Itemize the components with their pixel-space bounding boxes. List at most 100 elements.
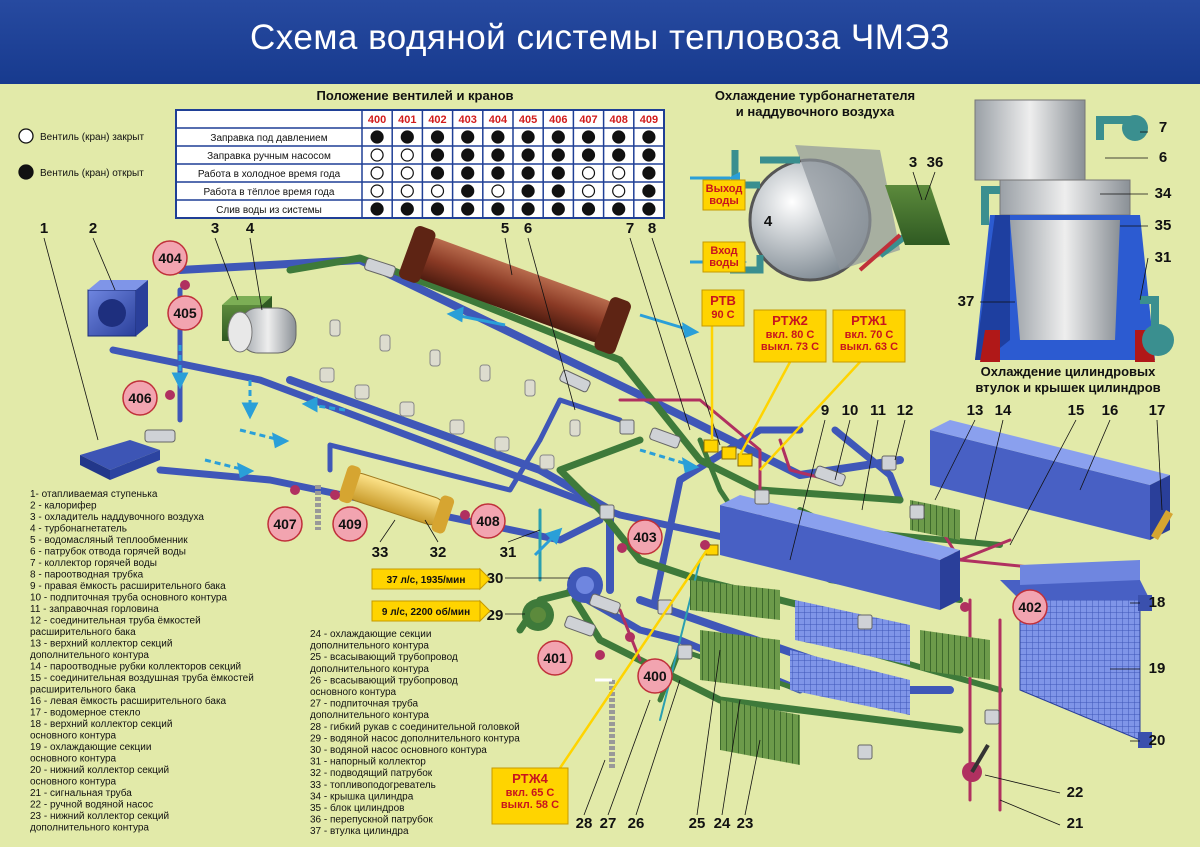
- component-number: 6: [1159, 149, 1167, 166]
- component-number: 4: [764, 213, 773, 230]
- component-number: 23: [737, 815, 754, 832]
- component-number: 7: [626, 220, 634, 237]
- table-column-header: 400: [368, 114, 386, 126]
- valve-401: [537, 640, 573, 676]
- legend-line: 9 - правая ёмкость расширительного бака: [30, 580, 226, 592]
- valve-open-dot: [551, 184, 565, 198]
- valve-402: [1012, 589, 1048, 625]
- component-number: 2: [89, 220, 97, 237]
- table-column-header: 401: [398, 114, 416, 126]
- thermostat-setting: выкл. 63 С: [840, 341, 898, 353]
- pipe-couplings: [144, 257, 1000, 760]
- calorifer: [87, 280, 148, 337]
- component-number: 12: [897, 402, 914, 419]
- legend-line: 37 - втулка цилиндра: [310, 826, 409, 837]
- valve-closed-dot: [400, 184, 414, 198]
- turbocharger: [227, 307, 297, 354]
- thermostat-rtzh1: [832, 309, 906, 363]
- legend-line: 14 - пароотводные рубки коллекторов секц…: [30, 661, 241, 673]
- thermostat-rtzh4: [491, 767, 569, 825]
- component-number: 31: [500, 544, 517, 561]
- leader-line: [721, 699, 741, 816]
- valve-open-dot: [521, 184, 535, 198]
- table-column-header: 405: [519, 114, 537, 126]
- component-number: 33: [372, 544, 389, 561]
- component-number: 6: [524, 220, 532, 237]
- valve-open-dot: [521, 202, 535, 216]
- valve-open-dot: [491, 130, 505, 144]
- component-number: 32: [430, 544, 447, 561]
- valve-open-dot: [581, 130, 596, 144]
- valve-open-dot: [581, 202, 596, 216]
- leader-line: [974, 419, 1004, 541]
- valve-closed-dot: [581, 184, 596, 198]
- valve-open-dot: [551, 166, 565, 180]
- component-number: 31: [1155, 249, 1172, 266]
- valve-label: 400: [643, 668, 667, 684]
- valve-open-dot: [521, 130, 535, 144]
- legend-line: 3 - охладитель наддувочного воздуха: [30, 512, 204, 523]
- table-column-header: 404: [489, 114, 508, 126]
- main-radiator: [1000, 560, 1152, 748]
- main-cooling-sections: [790, 600, 910, 715]
- legend-line: 5 - водомасляный теплообменник: [30, 534, 188, 546]
- table-column-header: 409: [640, 114, 658, 126]
- flow-rate-text: 9 л/с, 2200 об/мин: [382, 606, 470, 618]
- legend-line: 36 - перепускной патрубок: [310, 814, 433, 826]
- legend-line: 25 - всасывающий трубопровод: [310, 651, 458, 663]
- leader-line: [214, 237, 239, 301]
- legend-line: 23 - нижний коллектор секций: [30, 811, 169, 822]
- table-column-header: 403: [459, 114, 477, 126]
- turbo-water-outlet: [702, 179, 746, 211]
- valve-label: 404: [158, 250, 182, 266]
- thermostat-setting: вкл. 70 С: [845, 329, 894, 341]
- valve-open-dot: [430, 130, 445, 144]
- valve-open-dot: [430, 202, 445, 216]
- component-number: 17: [1149, 402, 1166, 419]
- valve-open-dot: [461, 148, 475, 162]
- valve-open-dot: [612, 130, 626, 144]
- valve-closed-dot: [491, 184, 505, 198]
- legend-line: 24 - охлаждающие секции: [310, 629, 431, 640]
- component-number: 26: [628, 815, 645, 832]
- component-number: 28: [576, 815, 593, 832]
- legend-line: дополнительного контура: [30, 650, 149, 661]
- legend-open-dot: [18, 164, 34, 180]
- valve-label: 403: [633, 529, 657, 545]
- flow-arrows: [171, 306, 700, 557]
- aux-cooling-sections: [690, 500, 990, 765]
- turbo-caption: и наддувочного воздуха: [736, 104, 895, 119]
- legend-line: 13 - верхний коллектор секций: [30, 639, 172, 650]
- valve-open-dot: [551, 148, 565, 162]
- legend-line: 31 - напорный коллектор: [310, 757, 426, 768]
- leader-line: [504, 237, 513, 276]
- valve-407: [267, 506, 303, 542]
- valve-open-dot: [491, 148, 505, 162]
- valve-label: 402: [1018, 599, 1042, 615]
- title-bar: Схема водяной системы тепловоза ЧМЭ3: [0, 0, 1200, 84]
- cylinder-inset: [974, 99, 1174, 362]
- component-number: 37: [958, 293, 975, 310]
- thermostat-name: РТЖ4: [512, 771, 549, 786]
- valve-closed-dot: [581, 166, 596, 180]
- thermostat-leader: [738, 361, 792, 456]
- legend-closed-text: Вентиль (кран) закрыт: [40, 132, 144, 143]
- legend-line: 17 - водомерное стекло: [30, 708, 141, 719]
- leader-line: [744, 739, 761, 816]
- thermostat-valves: [703, 439, 753, 556]
- legend-line: 18 - верхний коллектор секций: [30, 719, 172, 730]
- valve-label: 407: [273, 516, 297, 532]
- component-number: 18: [1149, 594, 1166, 611]
- leader-line: [507, 529, 541, 543]
- leader-line: [1079, 419, 1111, 491]
- legend-line: 15 - соединительная воздушная труба ёмко…: [30, 672, 254, 684]
- heated-step: [80, 440, 160, 480]
- valve-408: [470, 503, 506, 539]
- aux-water-pump: [522, 599, 554, 631]
- valve-open-dot: [370, 202, 384, 216]
- valve-403: [627, 519, 663, 555]
- legend-line: 7 - коллектор горячей воды: [30, 558, 157, 569]
- page-title: Схема водяной системы тепловоза ЧМЭ3: [250, 18, 950, 57]
- leader-line: [249, 237, 263, 311]
